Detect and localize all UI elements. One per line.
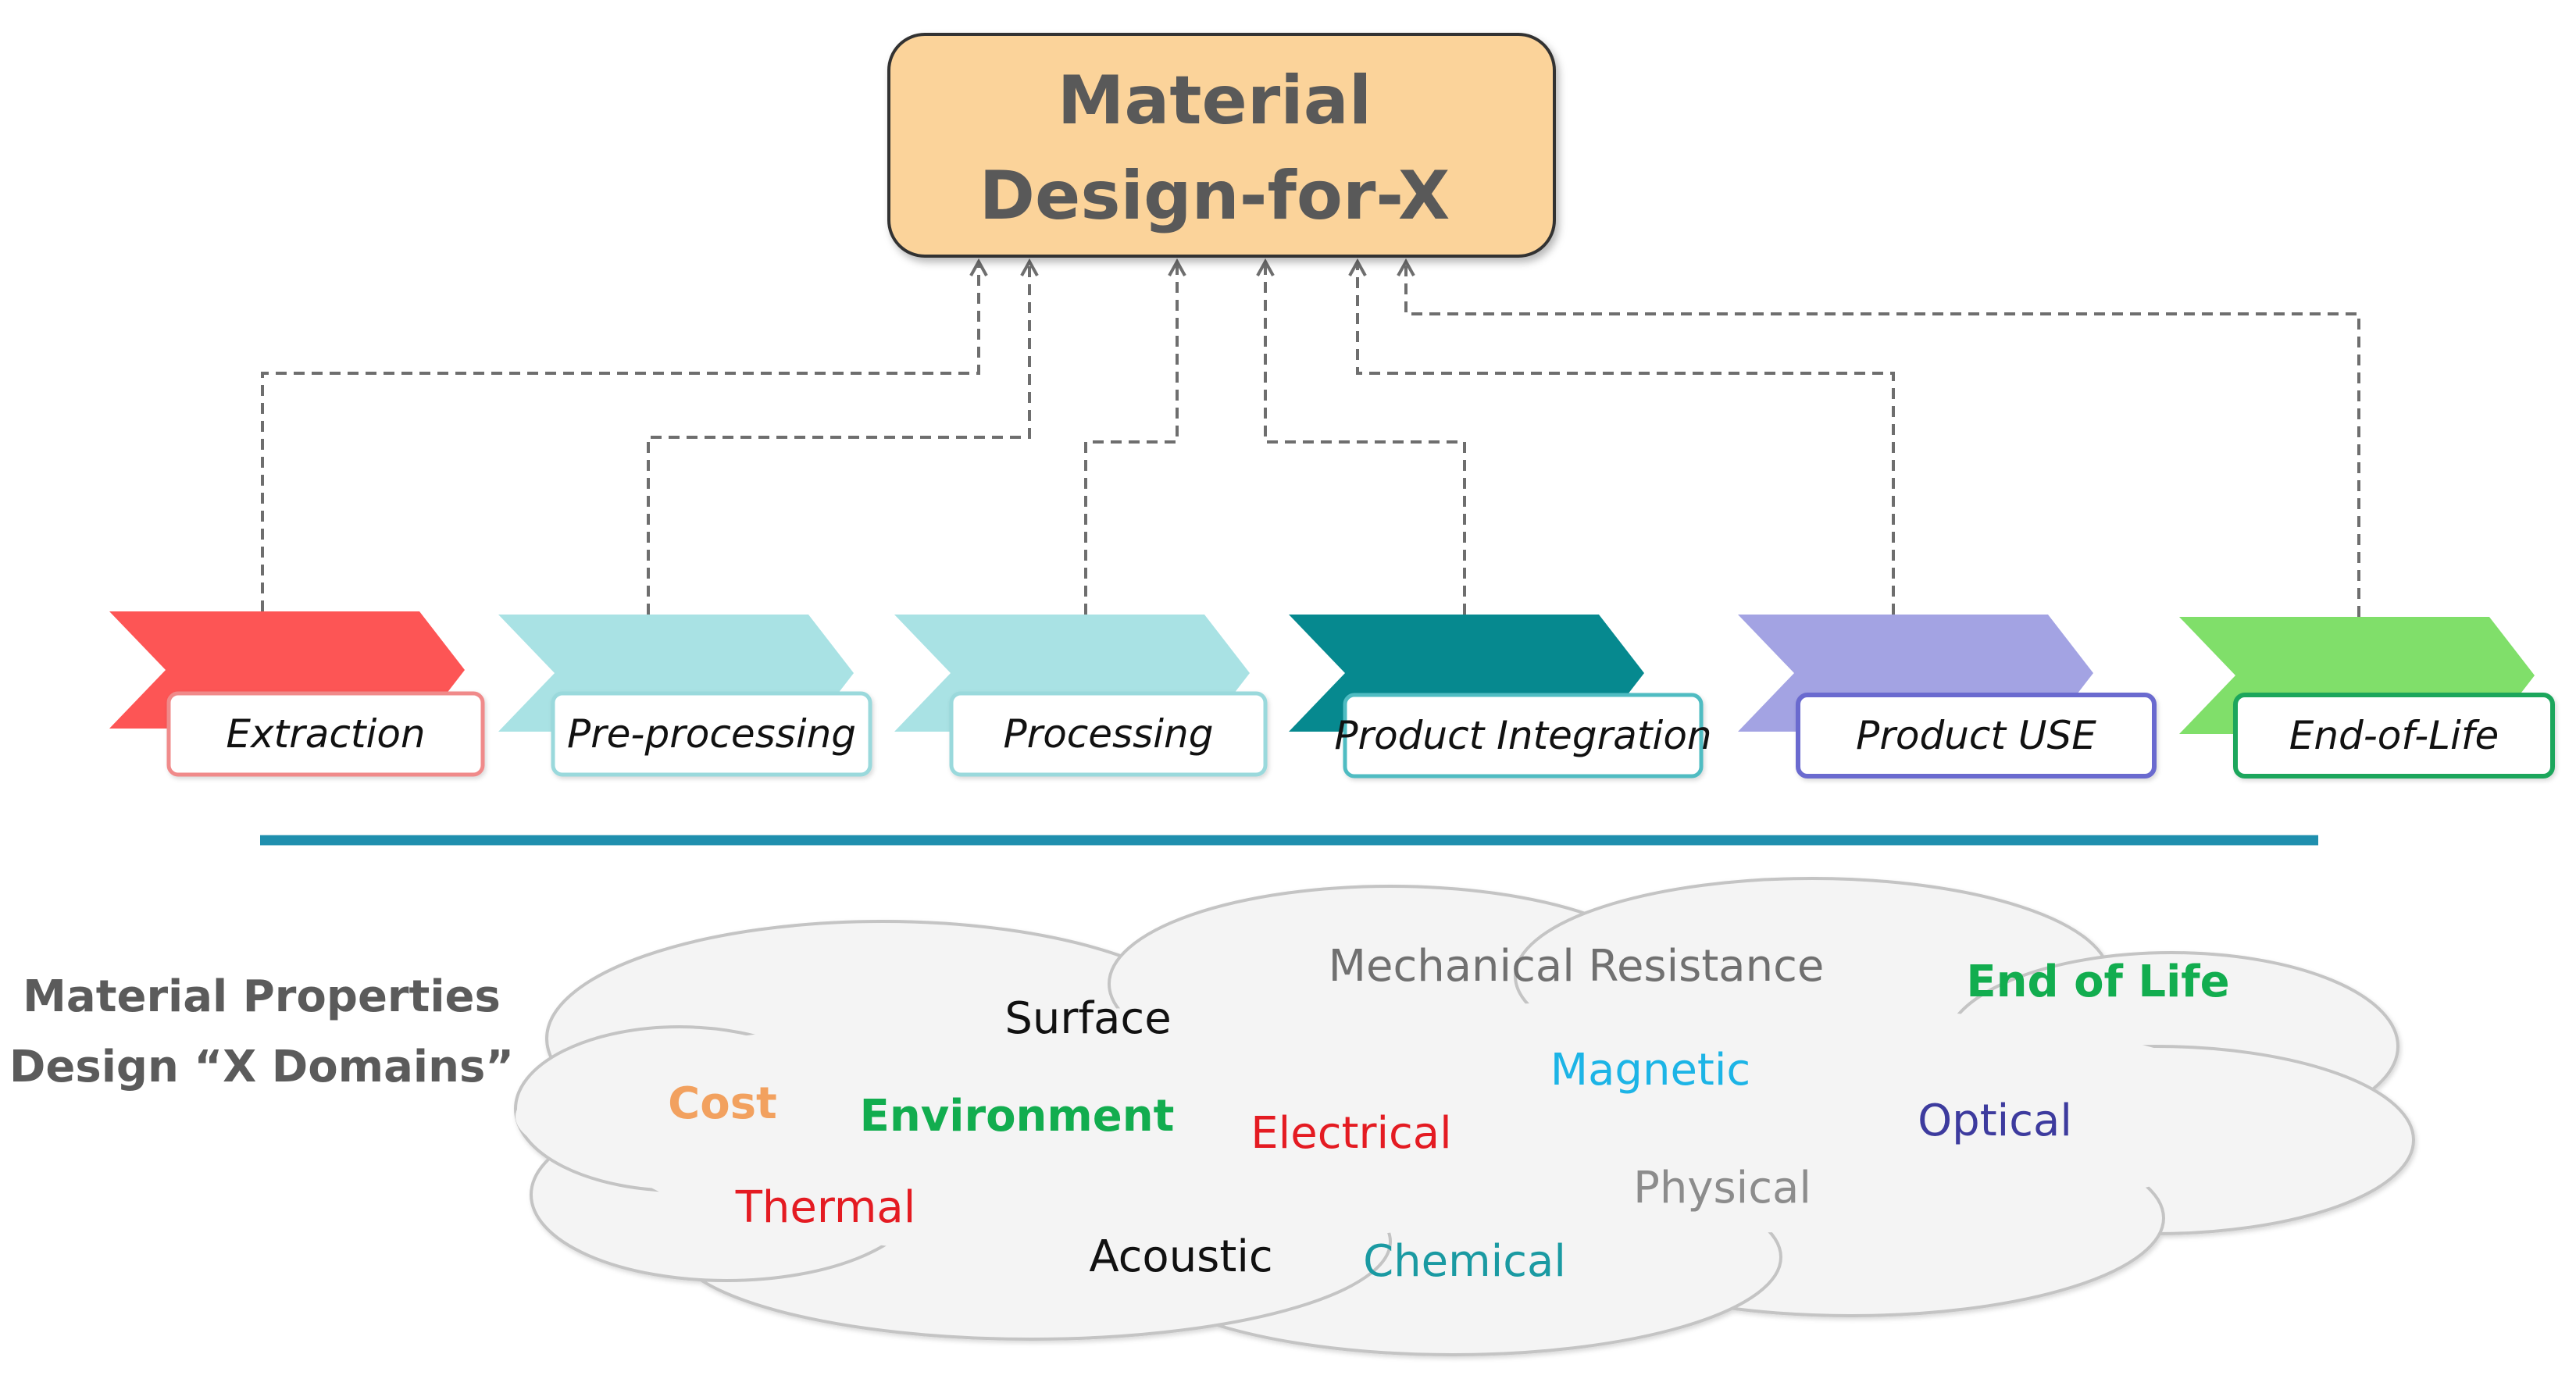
arrow-icon: [1256, 258, 1275, 276]
properties-heading-line-2: Design “X Domains”: [9, 1042, 514, 1092]
title-box: [887, 33, 1556, 258]
stage-label: Extraction: [226, 711, 425, 757]
stage-label-box: [166, 691, 485, 777]
connector-1: [261, 262, 980, 611]
stage-4: Product Integration: [1289, 615, 1712, 779]
properties-heading-line-1: Material Properties: [23, 971, 501, 1022]
domain-surface: Surface: [1004, 993, 1171, 1044]
domain-electrical: Electrical: [1251, 1108, 1451, 1159]
stage-2: Pre-processing: [498, 615, 872, 777]
domain-acoustic: Acoustic: [1089, 1231, 1272, 1282]
domain-cost: Cost: [668, 1078, 777, 1129]
stage-1: Extraction: [109, 611, 485, 777]
connector-2: [647, 262, 1031, 615]
lifecycle-stages: Extraction Pre-processing Processing Produc…: [109, 611, 2555, 779]
stage-label-box: [1796, 693, 2157, 779]
stage-label-box: [949, 691, 1268, 777]
domain-labels: Mechanical Resistance End of Life Surfac…: [668, 941, 2229, 1287]
domain-optical: Optical: [1918, 1096, 2072, 1146]
domain-physical: Physical: [1633, 1163, 1811, 1213]
title-line-1: Material: [1058, 62, 1372, 140]
stage-label-box: [2233, 693, 2555, 779]
stage-label: Processing: [1004, 711, 1214, 757]
dashed-connectors: [261, 258, 2360, 617]
connector-3: [1084, 262, 1179, 615]
arrow-icon: [1020, 258, 1039, 276]
title-line-2: Design-for-X: [979, 157, 1450, 235]
connector-4: [1264, 262, 1466, 615]
stage-3: Processing: [894, 615, 1268, 777]
arrow-icon: [1168, 258, 1186, 276]
domain-chemical: Chemical: [1363, 1236, 1566, 1287]
stage-label: Pre-processing: [567, 711, 856, 757]
arrow-icon: [1348, 258, 1367, 276]
stage-label: End-of-Life: [2289, 713, 2499, 758]
domain-mechanical-resistance: Mechanical Resistance: [1329, 941, 1825, 992]
stage-5: Product USE: [1738, 615, 2157, 779]
stage-label-box: [1343, 693, 1704, 779]
domain-environment: Environment: [860, 1091, 1175, 1142]
stage-label: Product USE: [1856, 713, 2096, 758]
arrow-icon: [969, 258, 988, 276]
arrow-icon: [1397, 258, 1415, 276]
domain-end-of-life: End of Life: [1966, 957, 2229, 1007]
stage-label-box: [551, 691, 872, 777]
connector-5: [1356, 262, 1895, 615]
domain-magnetic: Magnetic: [1550, 1045, 1750, 1096]
material-design-for-x-box: Material Design-for-X: [887, 33, 1556, 258]
connector-6: [1404, 262, 2360, 617]
stage-6: End-of-Life: [2179, 617, 2555, 779]
domains-cloud: [514, 877, 2415, 1356]
domain-thermal: Thermal: [735, 1182, 916, 1233]
stage-label: Product Integration: [1334, 713, 1711, 758]
